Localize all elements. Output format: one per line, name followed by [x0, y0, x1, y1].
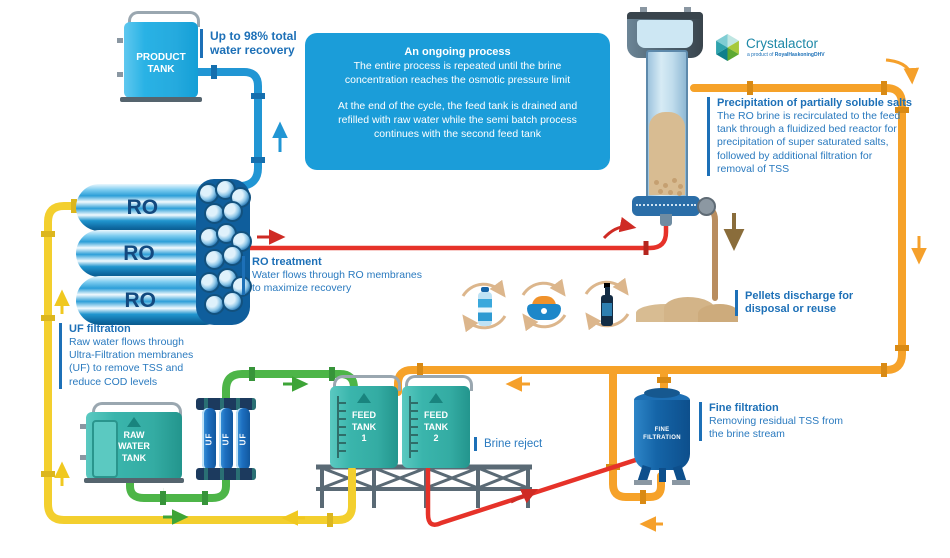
- ro-note-body: Water flows through RO membranes to maxi…: [252, 269, 423, 295]
- precipitation-note-body: The RO brine is recirculated to the feed…: [717, 110, 901, 175]
- recovery-note: Up to 98% total water recovery: [200, 29, 305, 58]
- crystalactor-tagline: a product of RoyalHaskoningDHV: [747, 52, 825, 58]
- arrow-curve-orange: [885, 58, 920, 85]
- pellet-pile: [636, 294, 738, 322]
- flow-arrows: [54, 58, 927, 532]
- brine-reject-label: Brine reject: [484, 438, 543, 450]
- raw-water-tank-nub-2: [80, 455, 86, 460]
- fine-filtration-tank: FINE FILTRATION: [634, 388, 690, 488]
- raw-water-tank: RAW WATER TANK: [86, 412, 182, 480]
- fine-filtration-note-title: Fine filtration: [709, 402, 779, 414]
- product-tank-rail: [128, 11, 200, 27]
- reactor-motor: [697, 197, 716, 216]
- uf-note-body: Raw water flows through Ultra-Filtration…: [69, 336, 194, 388]
- uf-top-manifold: [196, 398, 256, 410]
- uf-tube-1: UF: [202, 408, 216, 470]
- pet-food-bowl-icon: [527, 294, 561, 322]
- info-box-para2: At the end of the cycle, the feed tank i…: [337, 100, 578, 140]
- raw-water-tank-nub-1: [80, 424, 86, 429]
- info-box-title: An ongoing process: [404, 46, 511, 58]
- uf-tube-3-label: UF: [238, 432, 248, 446]
- red-brine-reject-line: [425, 442, 685, 527]
- green-pipe: [126, 370, 358, 502]
- recycle-arrows: [461, 277, 630, 333]
- info-box-para1: The entire process is repeated until the…: [344, 60, 571, 86]
- reactor-column: [646, 50, 688, 206]
- ro-membrane-1-label: RO: [126, 195, 159, 219]
- precipitation-note-title: Precipitation of partially soluble salts: [717, 97, 912, 109]
- reactor-lug-2: [684, 7, 691, 14]
- crystalactor-gem-icon: [716, 34, 739, 61]
- product-tank-base: [120, 97, 202, 102]
- brine-reject-note: Brine reject: [474, 437, 543, 452]
- pellets-note: Pellets discharge for disposal or reuse: [735, 290, 865, 317]
- pellet-discharge-pipe: [697, 202, 718, 301]
- red-ro-brine-line: [229, 215, 669, 251]
- feed-tank-2: FEED TANK 2: [402, 386, 470, 468]
- arrow-diagonal-red: [510, 489, 539, 504]
- feed-tank-2-label: FEED TANK 2: [423, 410, 449, 444]
- reactor-pellets: [654, 180, 659, 185]
- uf-tube-2-label: UF: [221, 432, 231, 446]
- uf-tube-3: UF: [236, 408, 250, 470]
- product-tank-label: PRODUCT TANK: [136, 52, 186, 75]
- ro-membrane-2-label: RO: [123, 241, 155, 265]
- reactor-stem: [660, 214, 672, 226]
- ro-note: RO treatment Water flows through RO memb…: [242, 256, 447, 296]
- arrow-curve-red: [602, 217, 637, 240]
- raw-water-tank-base: [84, 478, 184, 483]
- blue-pipe-collars: [211, 65, 265, 163]
- blue-pipe: [190, 68, 262, 190]
- tagline-brand: RoyalHaskoningDHV: [774, 52, 825, 58]
- info-box: An ongoing process The entire process is…: [305, 33, 610, 170]
- raw-water-tank-door: [92, 420, 118, 478]
- raw-water-tank-rail: [92, 402, 182, 417]
- uf-tube-2: UF: [219, 408, 233, 470]
- tagline-prefix: a product of: [747, 52, 775, 58]
- fine-filtration-note-body: Removing residual TSS from the brine str…: [709, 415, 844, 441]
- reactor-lug-1: [640, 7, 647, 14]
- product-tank: PRODUCT TANK: [124, 22, 198, 98]
- product-tank-nub-1: [117, 38, 123, 43]
- crystalactor-logo: Crystalactor a product of RoyalHaskoning…: [714, 33, 864, 65]
- feed-tank-1: FEED TANK 1: [330, 386, 398, 468]
- crystalactor-wordmark: Crystalactor: [746, 36, 819, 51]
- uf-note-title: UF filtration: [69, 323, 131, 335]
- fine-filtration-label: FINE FILTRATION: [643, 427, 681, 442]
- water-bottle-icon: [476, 287, 494, 326]
- precipitation-note: Precipitation of partially soluble salts…: [707, 97, 912, 176]
- uf-bottom-manifold: [196, 468, 256, 480]
- recovery-note-text: Up to 98% total water recovery: [210, 29, 297, 58]
- uf-tube-1-label: UF: [204, 432, 214, 446]
- uf-note: UF filtration Raw water flows through Ul…: [59, 323, 237, 389]
- yellow-pipe: [44, 202, 356, 524]
- ro-note-title: RO treatment: [252, 256, 322, 268]
- fine-filtration-note: Fine filtration Removing residual TSS fr…: [699, 402, 864, 442]
- reactor-base-flange: [632, 196, 700, 216]
- green-pipe-collars: [160, 367, 335, 505]
- feed-tank-1-label: FEED TANK 1: [351, 410, 377, 444]
- raw-water-tank-label: RAW WATER TANK: [118, 430, 150, 463]
- reactor-cup-water: [637, 20, 693, 48]
- feed-tank-1-rail: [333, 375, 401, 391]
- dark-bottle-icon: [597, 283, 617, 326]
- pellets-note-text: Pellets discharge for disposal or reuse: [745, 290, 854, 316]
- reactor-cup: [627, 12, 703, 58]
- yellow-pipe-collars: [41, 199, 333, 527]
- ro-membrane-3-label: RO: [124, 288, 157, 312]
- product-tank-nub-2: [117, 72, 123, 77]
- feed-tank-2-rail: [405, 375, 473, 391]
- ro-tube-end-cluster: [196, 179, 252, 325]
